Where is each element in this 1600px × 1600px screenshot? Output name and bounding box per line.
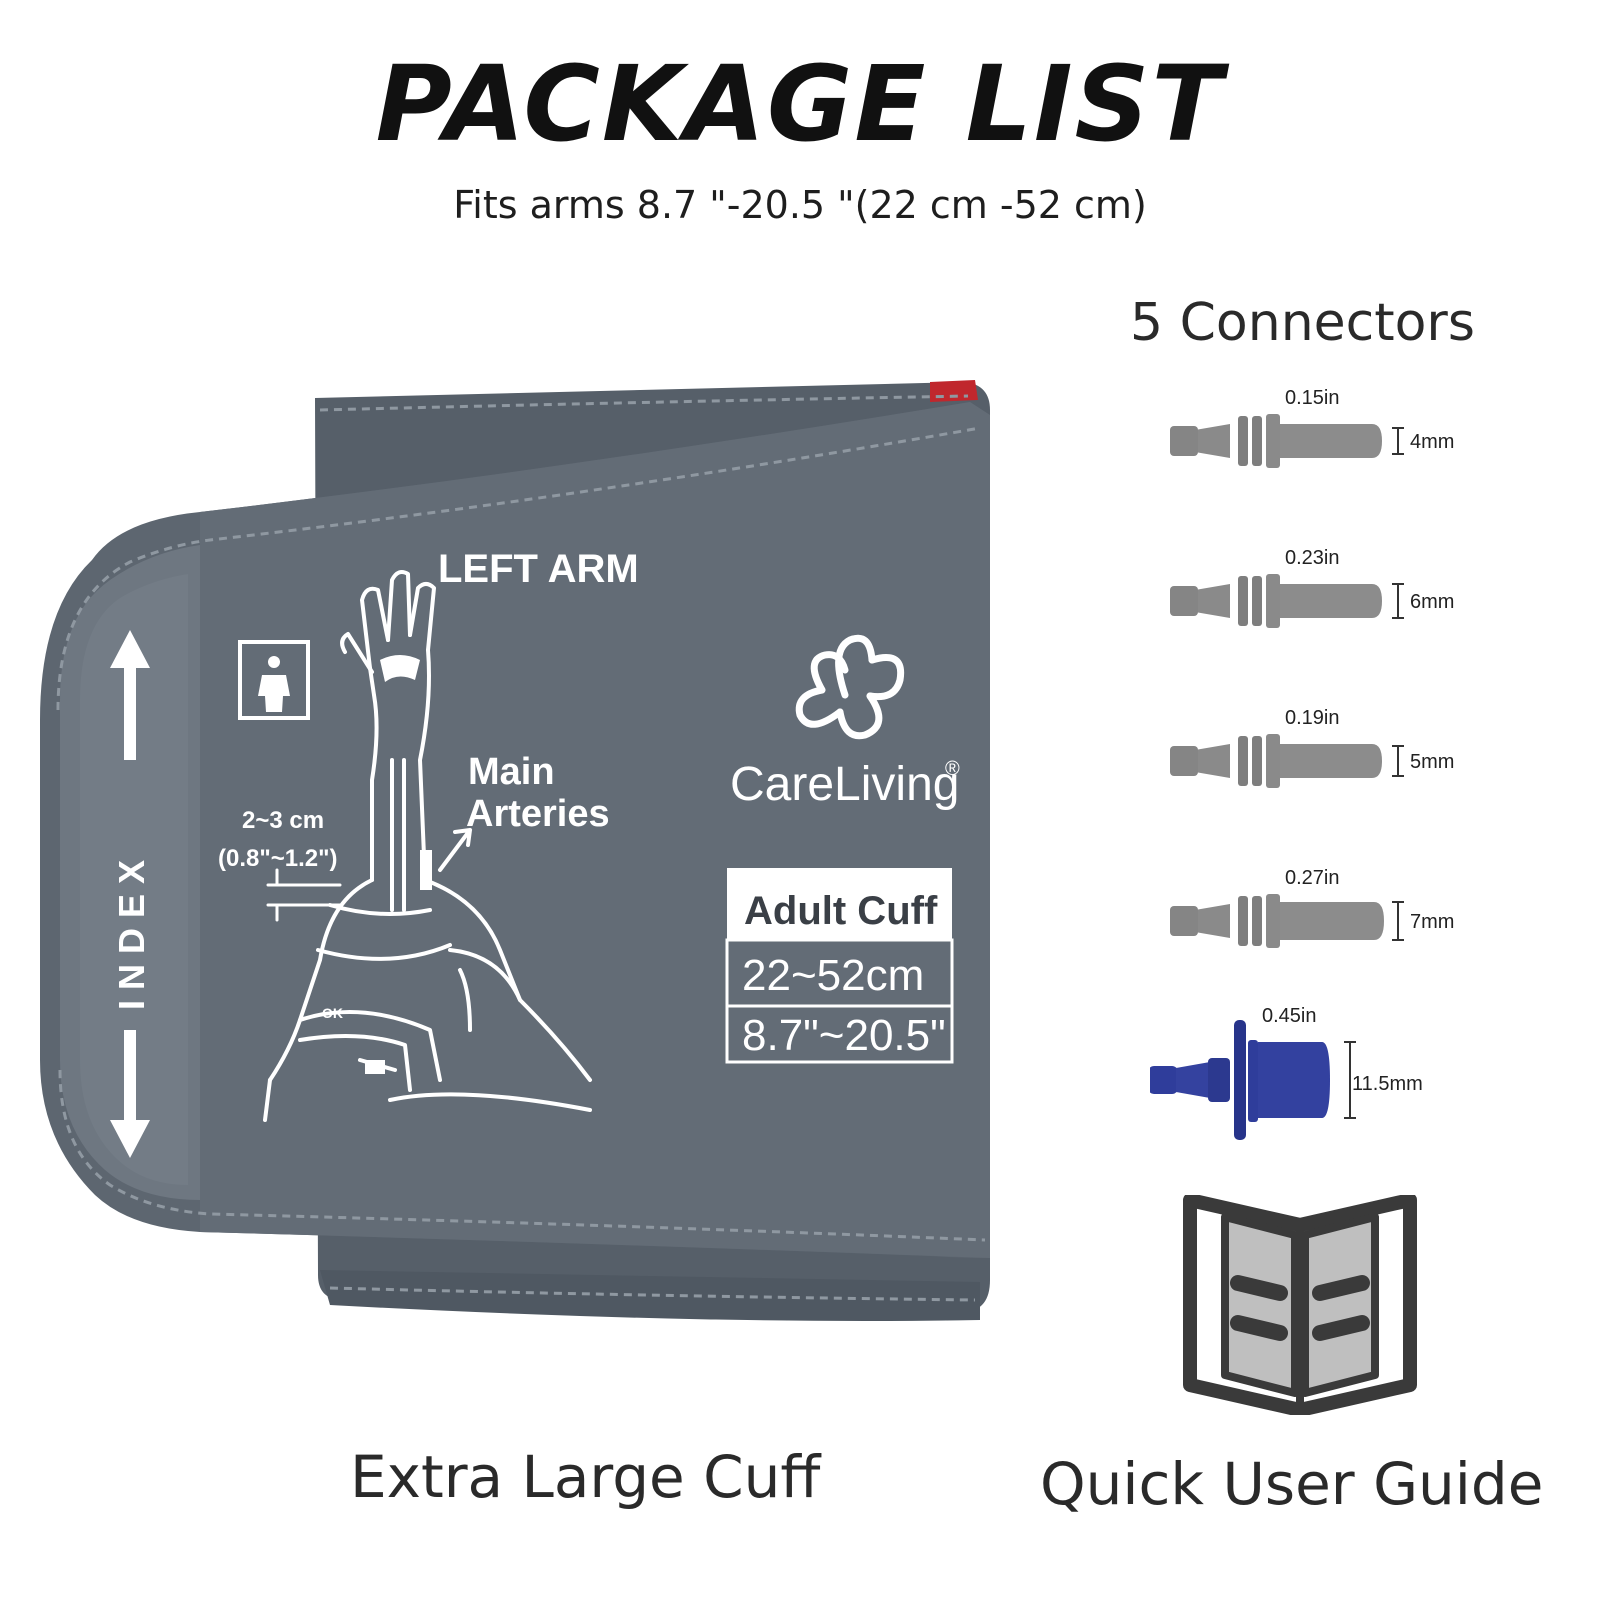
open-book-icon [1183,1195,1417,1415]
connectors-heading: 5 Connectors [1130,293,1475,353]
page-title: PACKAGE LIST [375,43,1225,165]
connector-2 [1170,574,1404,628]
connector-1-length: 0.15in [1285,387,1340,409]
size-panel [725,868,954,1064]
connector-1 [1170,414,1404,468]
arm-illustration [263,570,592,1122]
connector-4-length: 0.27in [1285,867,1340,889]
connector-3-length: 0.19in [1285,707,1340,729]
size-in: 8.7"~20.5" [742,1011,946,1060]
connector-4-diameter: 7mm [1410,911,1454,933]
connector-4 [1170,894,1404,948]
cuff-caption: Extra Large Cuff [350,1443,821,1511]
size-cm: 22~52cm [742,951,924,1000]
distance-cm-label: 2~3 cm [242,807,324,834]
body-position-icon [238,640,310,720]
connector-2-length: 0.23in [1285,547,1340,569]
connector-5-diameter: 11.5mm [1352,1073,1423,1095]
connector-3-diameter: 5mm [1410,751,1454,773]
index-marker [110,630,150,1158]
connector-1-diameter: 4mm [1410,431,1454,453]
left-arm-label: LEFT ARM [438,547,639,591]
size-label: Adult Cuff [744,889,938,933]
brand-registered-mark: ® [945,758,960,780]
distance-in-label: (0.8"~1.2") [218,845,337,872]
main-arteries-label-2: Arteries [466,793,610,835]
ok-mark: OK [322,1005,343,1021]
main-arteries-label-1: Main [468,751,555,793]
connectors-list: 0.15in 4mm 0.23in 6mm 0.19in 5mm 0.27in … [1150,387,1454,1140]
index-label: INDEX [111,850,152,1010]
page-subtitle: Fits arms 8.7 "-20.5 "(22 cm -52 cm) [453,183,1147,227]
connector-2-diameter: 6mm [1410,591,1454,613]
connector-5-length: 0.45in [1262,1005,1317,1027]
connector-3 [1170,734,1404,788]
connector-5 [1150,1020,1356,1140]
brand-name: CareLiving [730,758,959,811]
guide-caption: Quick User Guide [1040,1450,1544,1518]
careliving-logo-icon [795,634,905,740]
